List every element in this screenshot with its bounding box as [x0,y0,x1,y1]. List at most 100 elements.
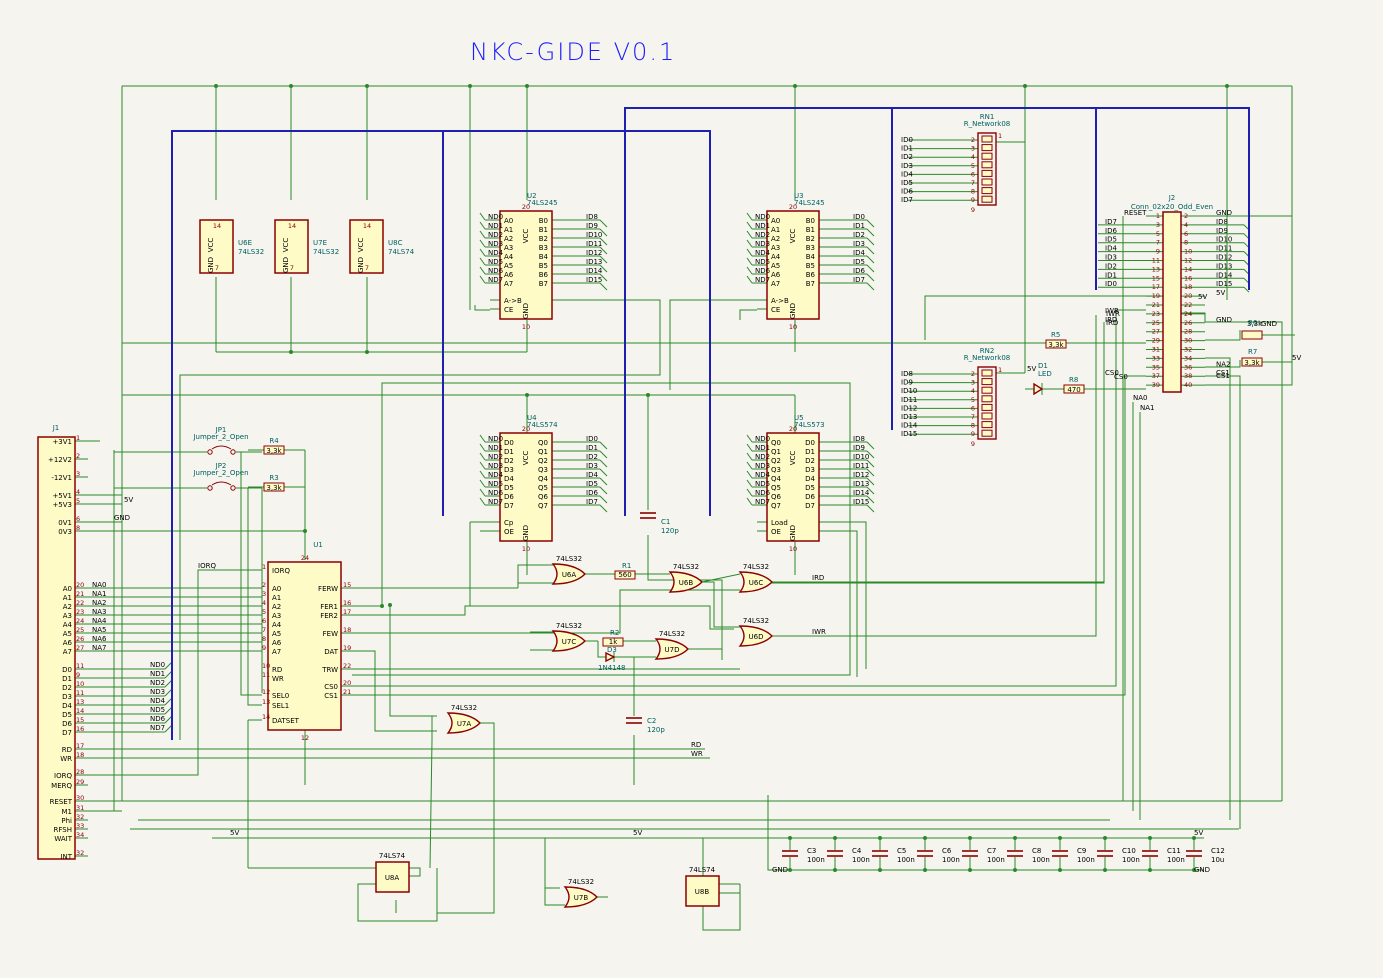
junction-dot [303,529,307,533]
ref-designator: J2 [1168,194,1176,202]
pin-number: 9 [971,430,975,438]
pin-number: 18 [1184,283,1192,291]
part-value: 74LS32 [556,622,582,630]
pin-name: A->B [504,297,522,305]
gate-body [551,630,586,652]
resistor-body [263,482,285,492]
pin-number: 34 [76,831,84,839]
bus-segment [443,130,711,516]
pin-number: 36 [1184,363,1192,371]
pin-number: 16 [343,599,351,607]
network-resistor [981,169,993,177]
pin-number: 20 [76,581,84,589]
pin-number: 33 [1152,354,1160,362]
pin-name: -12V1 [51,474,72,482]
pin-number: 27 [76,644,84,652]
wire-segment [479,470,486,479]
net-label: NA2 [92,599,106,607]
pin-number: 14 [363,222,371,230]
ref-designator: U8B [695,888,710,896]
ref-designator: U6E [238,239,252,247]
pin-name: VCC [522,451,530,466]
wire-segment [247,488,262,706]
part-value: Conn_02x20_Odd_Even [1131,203,1213,211]
pin-name: Q1 [771,448,781,456]
pin-number: 22 [343,662,351,670]
wire-segment [866,441,875,450]
gate-body [446,712,481,734]
net-label: ND6 [755,489,771,497]
pin-number: 12 [1184,257,1192,265]
chip-body [499,210,553,320]
net-label: RD [691,741,701,749]
net-label: ND1 [150,670,165,678]
net-label: IORQ [198,562,216,570]
wire-segment [357,868,438,922]
pin-name: A6 [504,271,514,279]
pin-number: 3 [971,145,975,153]
chip-body [766,432,820,542]
pin-name: VCC [522,229,530,244]
junction-dot [878,836,882,840]
wire-segment [479,479,486,488]
led-symbol [1033,382,1044,396]
pin-number: 4 [971,153,975,161]
net-label: ND4 [755,249,771,257]
pin-name: VCC [207,238,215,253]
net-label: ND7 [488,276,503,284]
net-label: ID10 [1216,236,1232,244]
junction-dot [923,836,927,840]
pin-number: 8 [971,422,975,430]
net-label: ND5 [755,258,770,266]
net-label: ND0 [488,435,503,443]
pin-name: +5V3 [52,501,72,509]
net-label: ID9 [1216,227,1228,235]
junction-dot [1192,836,1196,840]
part-value: 100n [987,856,1005,864]
wire-segment [746,470,753,479]
net-label: GND [1194,866,1210,874]
pin-number: 11 [76,662,84,670]
wire-segment [479,266,486,275]
wire-segment [924,295,1181,340]
pin-number: 8 [971,188,975,196]
junction-dot [968,868,972,872]
chip-body [685,875,720,907]
ref-designator: R5 [1051,331,1060,339]
pin-number: 26 [76,635,84,643]
resistor-body [1241,357,1263,367]
pin-name: +5V1 [52,492,72,500]
resistor-value: 3,3k [1244,359,1260,367]
pin-number: 9 [971,206,975,214]
wire-segment [866,255,875,264]
resistor-value: 560 [618,571,631,579]
ref-designator: C9 [1077,847,1086,855]
wire-segment [746,266,753,275]
pin-name: GND [357,257,365,273]
junction-dot [1148,836,1152,840]
net-label: ID1 [1105,271,1117,279]
pin-number: 16 [76,725,84,733]
net-label: NA0 [1133,394,1147,402]
net-label: NA5 [92,626,106,634]
net-label: ID2 [853,231,865,239]
pin-name: D0 [805,439,815,447]
pin-name: B1 [806,226,815,234]
wire-segment [599,282,608,291]
pin-number: 9 [971,196,975,204]
net-label: NA7 [92,644,106,652]
net-label: 5V [633,829,642,837]
pin-name: B7 [806,280,815,288]
pin-name: A->B [771,297,789,305]
wire-segment [164,670,173,679]
gate-body [738,625,773,647]
pin-name: FER2 [320,612,338,620]
pin-number: 14 [262,713,270,721]
pin-number: 20 [522,425,530,433]
pin-name: CE [771,306,780,314]
pin-name: A2 [63,603,72,611]
junction-dot [525,393,529,397]
